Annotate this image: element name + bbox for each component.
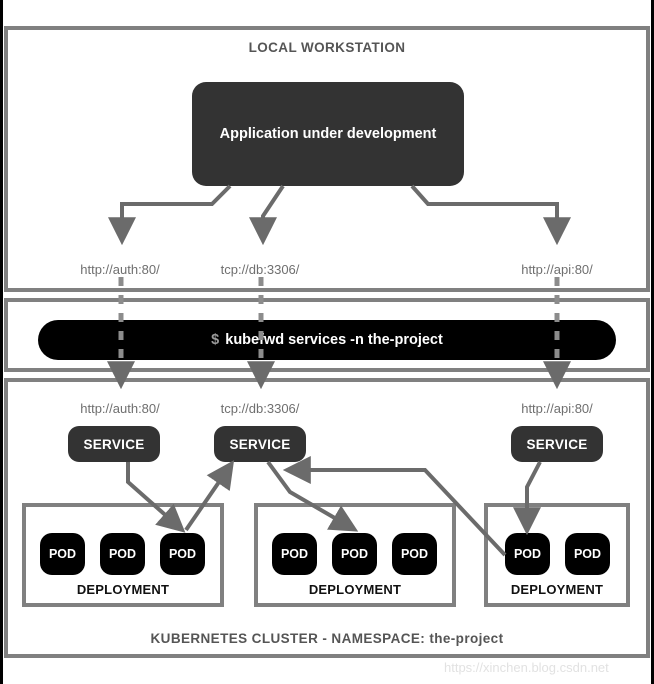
pod-label-2-3: POD: [400, 547, 429, 561]
pod-label-2-2: POD: [340, 547, 369, 561]
pod-label-2-1: POD: [280, 547, 309, 561]
pod-box-2-2[interactable]: POD: [332, 533, 377, 575]
watermark-text: https://xinchen.blog.csdn.net: [444, 660, 609, 675]
local-workstation-title: LOCAL WORKSTATION: [248, 40, 406, 55]
pod-label-1-1: POD: [48, 547, 77, 561]
pod-box-1-3[interactable]: POD: [160, 533, 205, 575]
service-box-db[interactable]: SERVICE: [214, 426, 306, 462]
deployment-box-1: DEPLOYMENT: [22, 503, 224, 607]
pod-label-3-1: POD: [513, 547, 542, 561]
pod-box-2-3[interactable]: POD: [392, 533, 437, 575]
service-box-auth[interactable]: SERVICE: [68, 426, 160, 462]
application-under-development-label: Application under development: [219, 126, 437, 142]
cluster-endpoint-db: tcp://db:3306/: [220, 401, 300, 416]
deployment-label-2: DEPLOYMENT: [308, 582, 402, 597]
shell-prompt-icon: $: [211, 332, 220, 348]
pod-label-1-3: POD: [168, 547, 197, 561]
pod-box-3-1[interactable]: POD: [505, 533, 550, 575]
pod-box-2-1[interactable]: POD: [272, 533, 317, 575]
service-box-api[interactable]: SERVICE: [511, 426, 603, 462]
pod-box-1-1[interactable]: POD: [40, 533, 85, 575]
kubefwd-command-box[interactable]: $ kubefwd services -n the-project: [38, 320, 616, 360]
workstation-endpoint-auth: http://auth:80/: [80, 262, 160, 277]
deployment-label-1: DEPLOYMENT: [76, 582, 170, 597]
service-label-auth: SERVICE: [83, 436, 145, 452]
cluster-endpoint-auth: http://auth:80/: [80, 401, 160, 416]
service-label-db: SERVICE: [229, 436, 291, 452]
pod-box-1-2[interactable]: POD: [100, 533, 145, 575]
kubefwd-command-text: kubefwd services -n the-project: [225, 332, 443, 348]
deployment-label-3: DEPLOYMENT: [510, 582, 604, 597]
cluster-endpoint-api: http://api:80/: [521, 401, 593, 416]
pod-label-1-2: POD: [108, 547, 137, 561]
workstation-endpoint-db: tcp://db:3306/: [220, 262, 300, 277]
outer-frame-right-edge: [651, 0, 654, 684]
kubernetes-cluster-title: KUBERNETES CLUSTER - NAMESPACE: the-proj…: [150, 631, 504, 646]
pod-label-3-2: POD: [573, 547, 602, 561]
outer-frame-left-edge: [0, 0, 3, 684]
service-label-api: SERVICE: [526, 436, 588, 452]
pod-box-3-2[interactable]: POD: [565, 533, 610, 575]
application-under-development-box[interactable]: Application under development: [192, 82, 464, 186]
workstation-endpoint-api: http://api:80/: [521, 262, 593, 277]
